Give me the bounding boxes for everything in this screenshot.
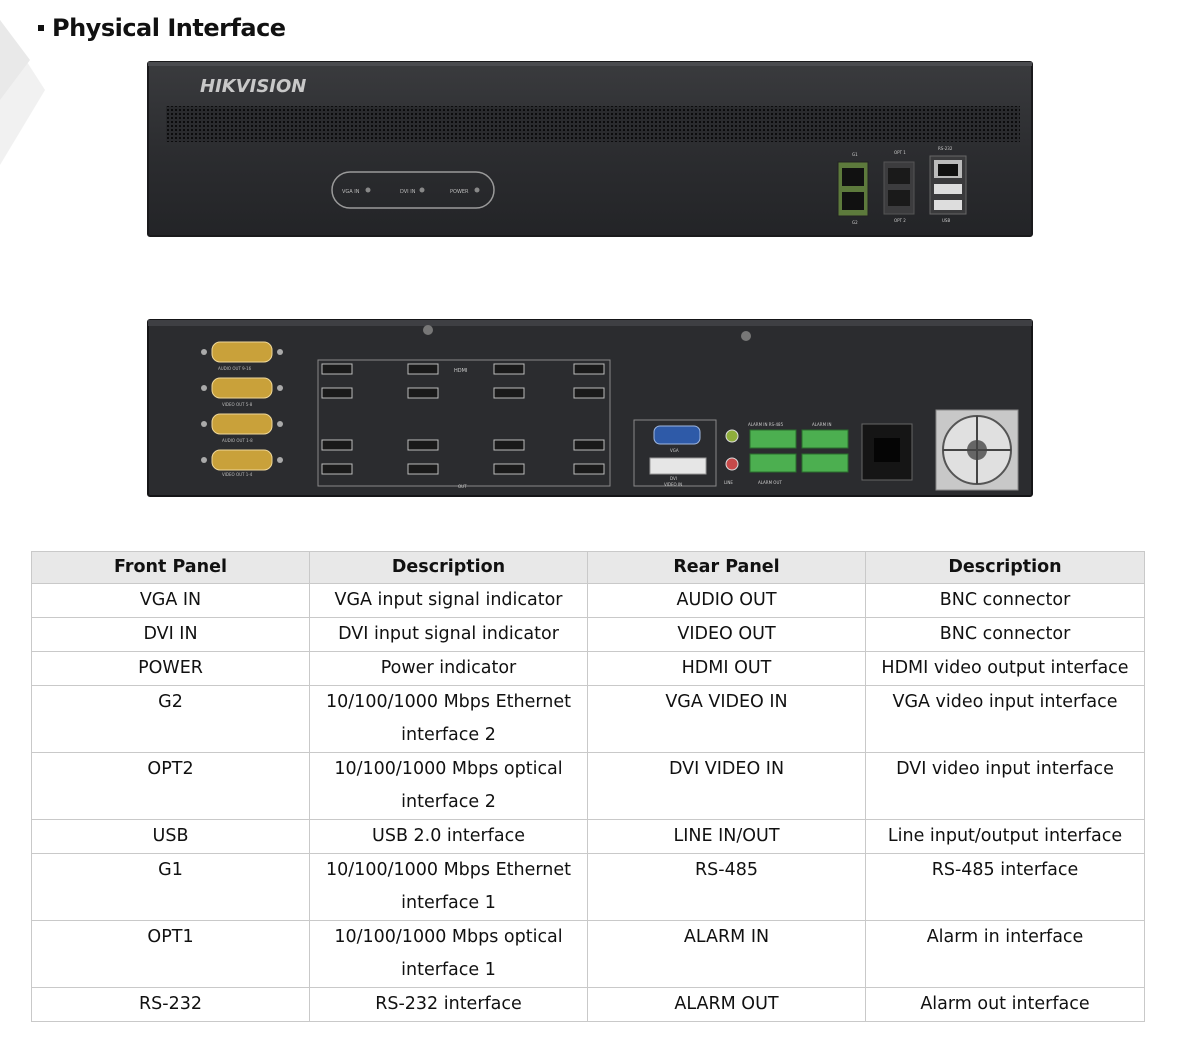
usb-port-1	[934, 184, 962, 194]
front-panel-cell: RS-232	[31, 987, 310, 1022]
ethernet-port-g1	[842, 168, 864, 186]
dvi-label: DVI	[670, 476, 677, 481]
rear-description-cell: HDMI video output interface	[865, 651, 1145, 686]
dsub-label-video-out-5-8: VIDEO OUT 5-8	[222, 402, 253, 407]
alarm-in-rs485-label: ALARM IN RS-485	[748, 422, 784, 427]
rear-description-cell: Alarm out interface	[865, 987, 1145, 1022]
front-description-cell: RS-232 interface	[309, 987, 588, 1022]
rear-description-cell: Line input/output interface	[865, 819, 1145, 854]
rear-description-cell: Alarm in interface	[865, 920, 1145, 988]
video-in-block	[633, 419, 717, 487]
bullet-icon	[38, 25, 44, 31]
indicator-power: POWER	[450, 189, 469, 195]
front-description-cell: USB 2.0 interface	[309, 819, 588, 854]
header-front-panel: Front Panel	[31, 551, 310, 584]
alarm-out-label: ALARM OUT	[758, 480, 782, 485]
front-description-cell: 10/100/1000 Mbps optical interface 1	[309, 920, 588, 988]
dsub-label-audio-out-1-8: AUDIO OUT 1-8	[222, 438, 253, 443]
front-panel-cell: POWER	[31, 651, 310, 686]
rear-panel-cell: DVI VIDEO IN	[587, 752, 866, 820]
rear-description-cell: VGA video input interface	[865, 685, 1145, 753]
out-label: OUT	[458, 484, 467, 489]
indicator-dvi-in: DVI IN	[400, 189, 416, 195]
rear-panel-cell: AUDIO OUT	[587, 583, 866, 618]
indicator-panel	[331, 171, 495, 209]
port-label-opt2: OPT 2	[894, 218, 906, 223]
header-rear-description: Description	[865, 551, 1145, 584]
dvi-video-in-port	[649, 457, 707, 475]
page-title: Physical Interface	[52, 14, 286, 42]
rear-panel-cell: VIDEO OUT	[587, 617, 866, 652]
interface-table: Front Panel Description Rear Panel Descr…	[31, 551, 1145, 1022]
alarm-in-label: ALARM IN	[812, 422, 831, 427]
port-label-rs232: RS-232	[938, 146, 953, 151]
ethernet-port-g2	[842, 192, 864, 210]
rear-panel-image: AUDIO OUT 9-16 VIDEO OUT 5-8 AUDIO OUT 1…	[147, 319, 1033, 497]
dsub-connectors: AUDIO OUT 9-16 VIDEO OUT 5-8 AUDIO OUT 1…	[201, 341, 283, 477]
rear-panel-cell: ALARM IN	[587, 920, 866, 988]
hdmi-label: HDMI	[454, 368, 467, 374]
rear-panel-cell: LINE IN/OUT	[587, 819, 866, 854]
front-panel-cell: G2	[31, 685, 310, 753]
front-description-cell: Power indicator	[309, 651, 588, 686]
header-rear-panel: Rear Panel	[587, 551, 866, 584]
front-panel-cell: G1	[31, 853, 310, 921]
brand-logo: HIKVISION	[200, 76, 306, 97]
usb-port-2	[934, 200, 962, 210]
hdmi-out-block	[317, 359, 611, 487]
rear-panel-cell: HDMI OUT	[587, 651, 866, 686]
front-description-cell: VGA input signal indicator	[309, 583, 588, 618]
rear-description-cell: RS-485 interface	[865, 853, 1145, 921]
optical-port-opt1	[888, 168, 910, 184]
front-panel-cell: VGA IN	[31, 583, 310, 618]
rear-panel-cell: RS-485	[587, 853, 866, 921]
port-label-g2: G2	[852, 220, 858, 225]
indicator-vga-in: VGA IN	[342, 189, 360, 195]
terminal-blocks	[749, 429, 849, 473]
header-front-description: Description	[309, 551, 588, 584]
dsub-label-audio-out-9-16: AUDIO OUT 9-16	[218, 366, 252, 371]
section-heading: Physical Interface	[38, 10, 286, 46]
rear-description-cell: DVI video input interface	[865, 752, 1145, 820]
hdmi-ports	[321, 363, 605, 475]
rear-panel-cell: VGA VIDEO IN	[587, 685, 866, 753]
optical-port-opt2	[888, 190, 910, 206]
line-out-jack	[725, 457, 739, 471]
rear-description-cell: BNC connector	[865, 583, 1145, 618]
dsub-label-video-out-1-4: VIDEO OUT 1-4	[222, 472, 253, 477]
rear-description-cell: BNC connector	[865, 617, 1145, 652]
port-label-g1: G1	[852, 152, 858, 157]
vga-label: VGA	[670, 448, 679, 453]
front-description-cell: DVI input signal indicator	[309, 617, 588, 652]
port-label-opt1: OPT 1	[894, 150, 906, 155]
vga-video-in-port	[653, 425, 701, 445]
front-panel-cell: OPT2	[31, 752, 310, 820]
front-description-cell: 10/100/1000 Mbps Ethernet interface 2	[309, 685, 588, 753]
rear-panel-cell: ALARM OUT	[587, 987, 866, 1022]
front-panel-cell: OPT1	[31, 920, 310, 988]
front-panel-cell: USB	[31, 819, 310, 854]
table-header-row: Front Panel Description Rear Panel Descr…	[31, 551, 1145, 584]
front-description-cell: 10/100/1000 Mbps Ethernet interface 1	[309, 853, 588, 921]
line-label: LINE	[724, 480, 733, 485]
front-panel-image: HIKVISION VGA IN DVI IN POWER G1 G2 OPT …	[147, 61, 1033, 237]
corner-decoration	[0, 20, 45, 165]
video-in-label: VIDEO IN	[664, 482, 682, 487]
front-panel-cell: DVI IN	[31, 617, 310, 652]
front-description-cell: 10/100/1000 Mbps optical interface 2	[309, 752, 588, 820]
line-in-jack	[725, 429, 739, 443]
port-label-usb: USB	[942, 218, 950, 223]
